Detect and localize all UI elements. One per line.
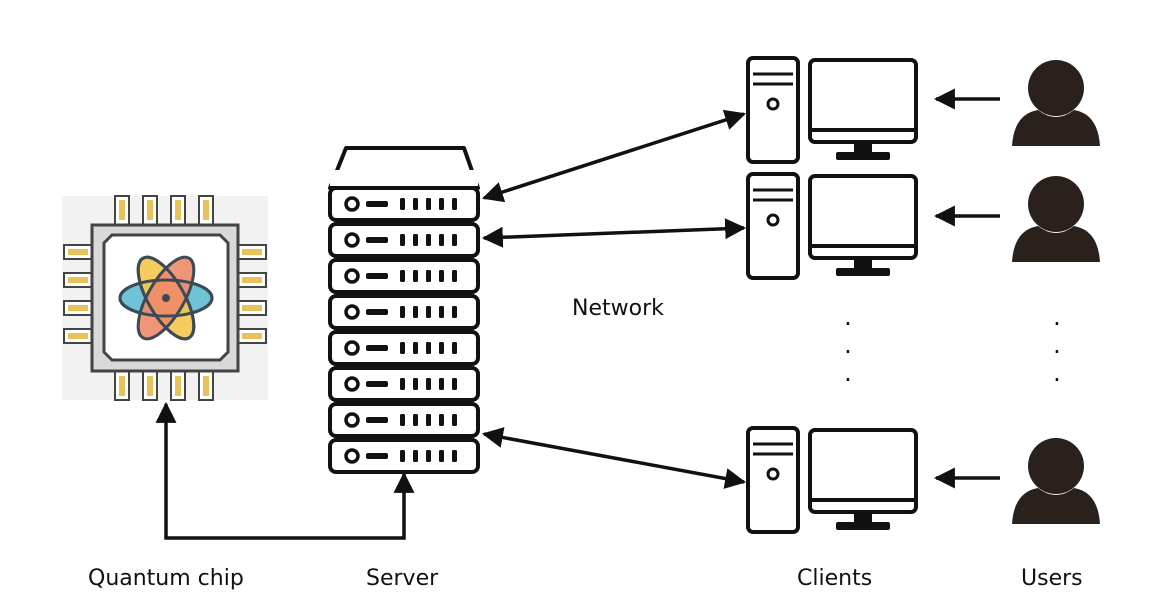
server-label: Server (366, 566, 439, 591)
server-chip-arrow (155, 401, 415, 540)
network-label: Network (572, 296, 664, 321)
client-computer-icon (746, 426, 918, 534)
network-arrow (482, 109, 746, 203)
network-arrow (481, 218, 747, 248)
user-icon (1012, 60, 1100, 146)
user-icon (1012, 438, 1100, 524)
ellipsis-dot: · (1053, 366, 1061, 394)
server-rack-icon (328, 146, 480, 474)
ellipsis-dot: · (844, 366, 852, 394)
client-computer-icon (746, 56, 918, 164)
ellipsis-dot: · (844, 310, 852, 338)
users-ellipsis: · · · (1047, 310, 1067, 394)
quantum-chip-icon (62, 195, 268, 401)
clients-label: Clients (797, 566, 873, 591)
user-icon (1012, 176, 1100, 262)
ellipsis-dot: · (844, 338, 852, 366)
users-label: Users (1021, 566, 1083, 591)
network-arrow (481, 427, 747, 489)
quantum-chip-label: Quantum chip (88, 566, 244, 591)
clients-ellipsis: · · · (838, 310, 858, 394)
client-computer-icon (746, 172, 918, 280)
ellipsis-dot: · (1053, 310, 1061, 338)
ellipsis-dot: · (1053, 338, 1061, 366)
